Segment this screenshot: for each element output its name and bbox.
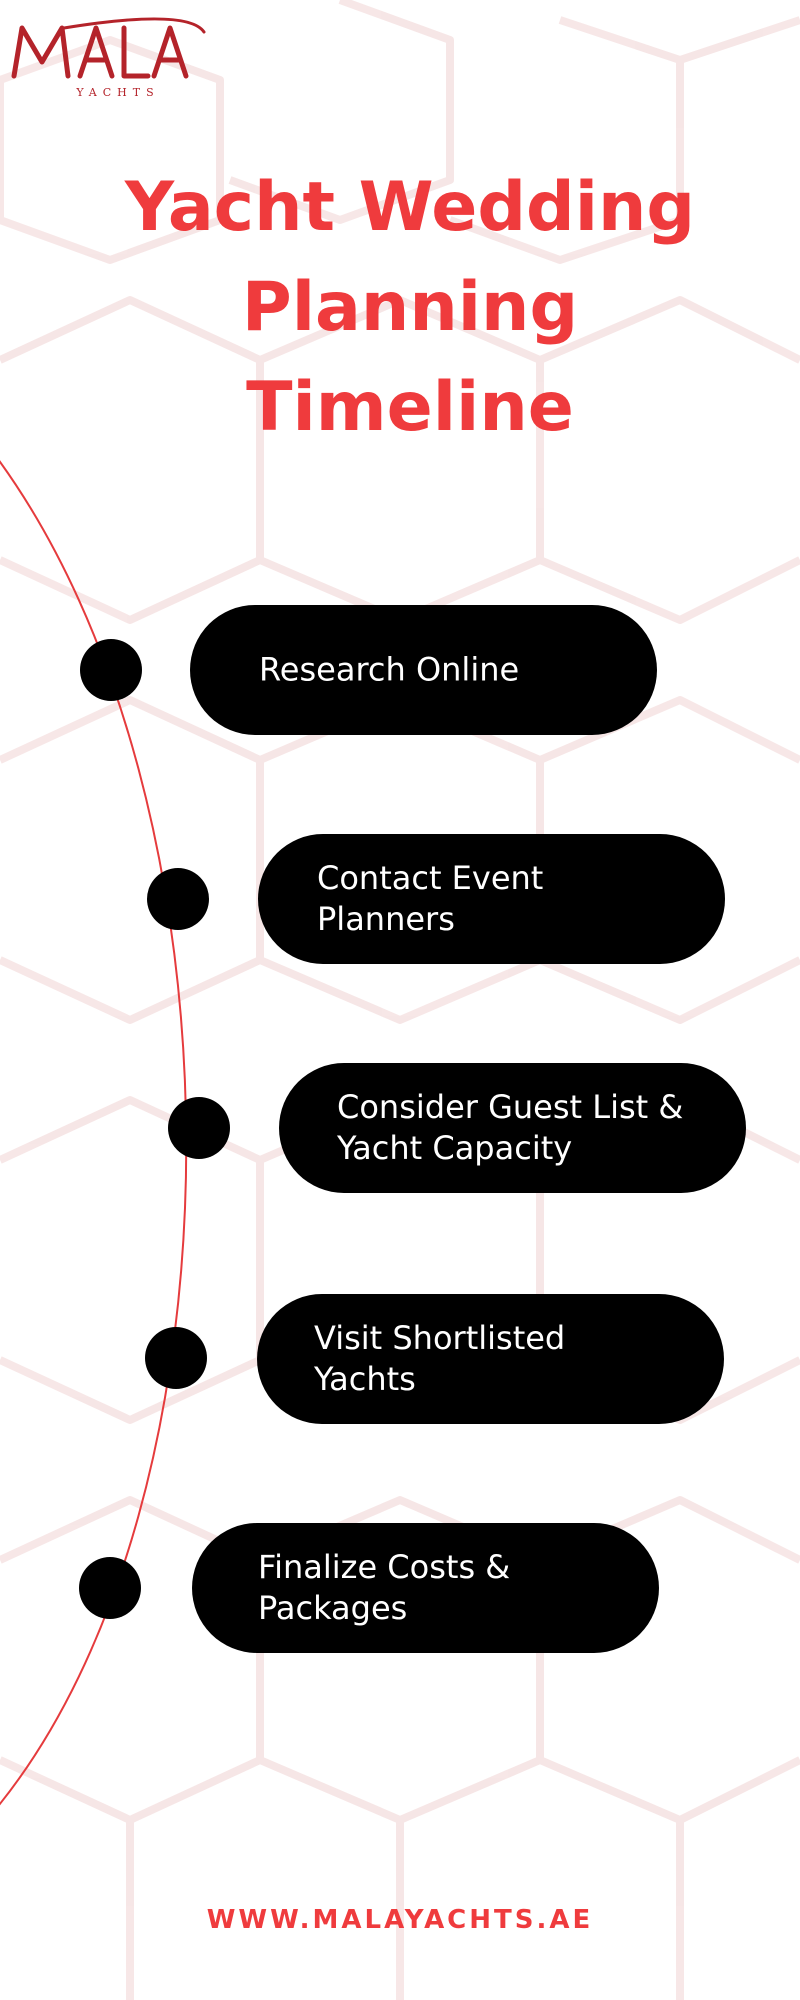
timeline-dot-3 [168, 1097, 230, 1159]
timeline-step-2-label: Contact Event Planners [317, 859, 544, 938]
timeline-step-5: Finalize Costs & Packages [192, 1523, 659, 1653]
timeline-dot-2 [147, 868, 209, 930]
timeline-step-1-label: Research Online [259, 650, 520, 689]
title-line-1: Yacht Wedding [124, 168, 696, 247]
timeline-dot-1 [80, 639, 142, 701]
title-line-3: Timeline [246, 368, 574, 447]
website-link[interactable]: WWW.MALAYACHTS.AE [206, 1905, 594, 1935]
logo-subtitle: YACHTS [75, 86, 159, 99]
timeline-step-4-label: Visit Shortlisted Yachts [314, 1319, 566, 1398]
timeline-step-2: Contact Event Planners [258, 834, 725, 964]
title-line-2: Planning [241, 268, 579, 347]
timeline-step-4: Visit Shortlisted Yachts [257, 1294, 724, 1424]
timeline-step-3: Consider Guest List & Yacht Capacity [279, 1063, 746, 1193]
timeline-dot-5 [79, 1557, 141, 1619]
timeline-step-3-label: Consider Guest List & Yacht Capacity [337, 1088, 684, 1167]
page-title: Yacht Wedding Planning Timeline [70, 158, 750, 458]
mala-yachts-logo: YACHTS [11, 17, 206, 99]
timeline-step-1: Research Online [190, 605, 657, 735]
timeline-dot-4 [145, 1327, 207, 1389]
timeline-step-5-label: Finalize Costs & Packages [258, 1548, 511, 1627]
